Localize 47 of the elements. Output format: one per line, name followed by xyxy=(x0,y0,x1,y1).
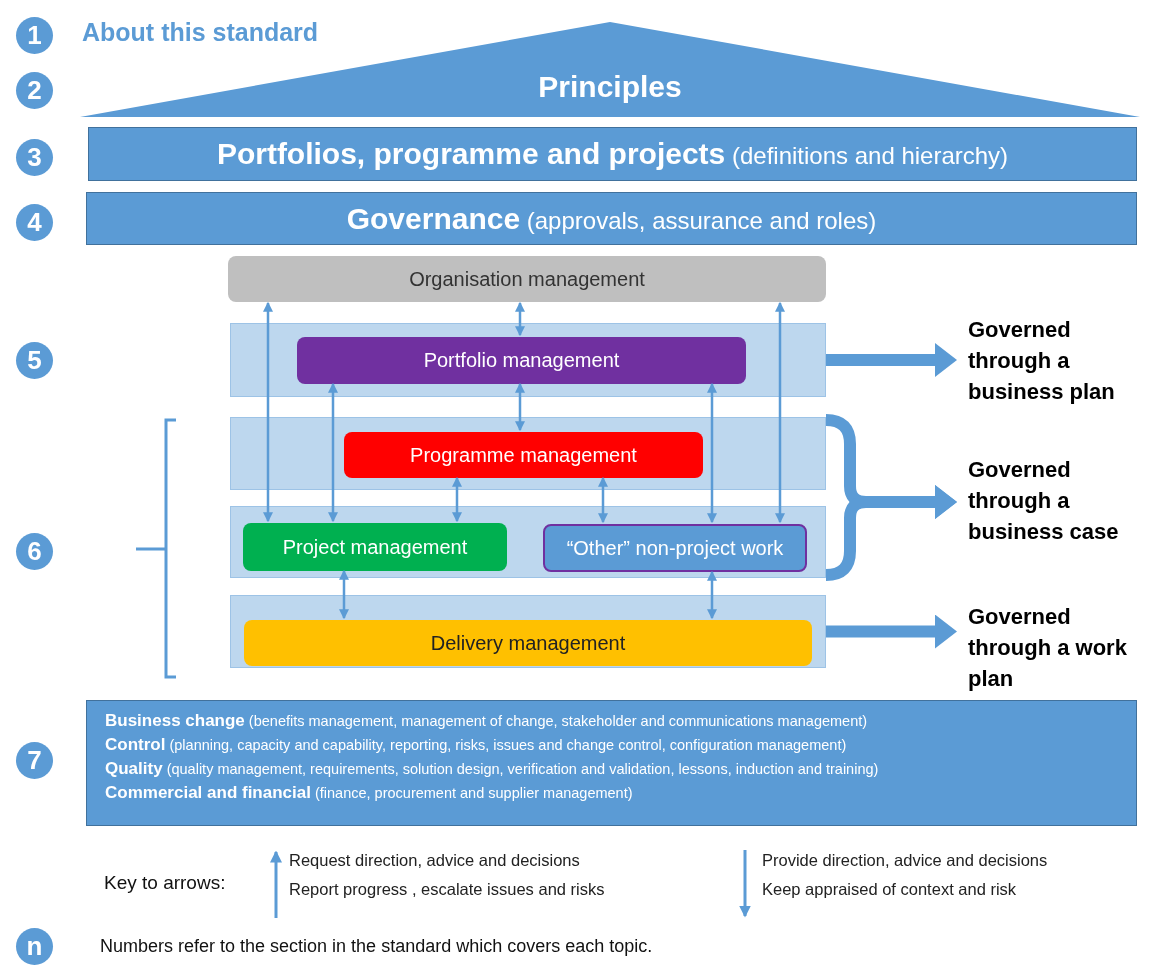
number-badge: 3 xyxy=(16,139,53,176)
layer-band xyxy=(230,323,826,397)
key-label: Key to arrows: xyxy=(104,872,226,894)
double-arrow xyxy=(515,382,525,432)
legend-text: Request direction, advice and decisions xyxy=(289,851,580,870)
block-arrow xyxy=(825,485,957,581)
number-badge: 4 xyxy=(16,204,53,241)
layer-band xyxy=(230,595,826,668)
layer-band xyxy=(230,417,826,490)
double-arrow xyxy=(263,301,273,523)
layer-band xyxy=(230,506,826,578)
double-arrow xyxy=(339,569,349,620)
process-box: “Other” non-project work xyxy=(543,524,807,572)
process-box: Project management xyxy=(243,523,507,571)
double-arrow xyxy=(515,301,525,337)
topic-line: Business change (benefits management, management of change, stakeholder and communications management) xyxy=(105,710,869,732)
footnote: Numbers refer to the section in the standard which covers each topic. xyxy=(100,936,653,957)
process-box: Portfolio management xyxy=(297,337,746,384)
number-badge: 1 xyxy=(16,17,53,54)
block-arrow xyxy=(826,614,957,649)
governance-note: Governed through a business plan xyxy=(968,314,1158,410)
double-arrow xyxy=(775,301,785,524)
legend-text: Provide direction, advice and decisions xyxy=(762,851,1048,870)
block-arrow xyxy=(826,343,957,377)
double-arrow xyxy=(452,476,462,523)
section-bar: Portfolios, programme and projects (definitions and hierarchy) xyxy=(88,127,1137,181)
topic-line: Quality (quality management, requirements, solution design, verification and validation, lessons, induction and training) xyxy=(105,758,880,780)
process-box: Programme management xyxy=(344,432,703,478)
number-badge: 6 xyxy=(16,533,53,570)
topic-line: Commercial and financial (finance, procurement and supplier management) xyxy=(105,782,634,804)
legend-text: Report progress , escalate issues and risks xyxy=(289,880,605,899)
section-bar: Governance (approvals, assurance and roles) xyxy=(86,192,1137,245)
double-arrow xyxy=(328,382,338,523)
governance-note: Governed through a business case xyxy=(968,454,1158,550)
number-badge: 5 xyxy=(16,342,53,379)
governance-note: Governed through a work plan xyxy=(968,601,1158,697)
process-box: Delivery management xyxy=(244,620,812,666)
number-badge: 2 xyxy=(16,72,53,109)
number-badge: n xyxy=(16,928,53,965)
topic-panel xyxy=(86,700,1137,826)
double-arrow xyxy=(707,382,717,524)
double-arrow xyxy=(707,570,717,620)
number-badge: 7 xyxy=(16,742,53,779)
process-box: Organisation management xyxy=(228,256,826,302)
topic-line: Control (planning, capacity and capability, reporting, risks, issues and change control, configuration management) xyxy=(105,734,848,756)
legend-text: Keep appraised of context and risk xyxy=(762,880,1017,899)
double-arrow xyxy=(598,476,608,524)
